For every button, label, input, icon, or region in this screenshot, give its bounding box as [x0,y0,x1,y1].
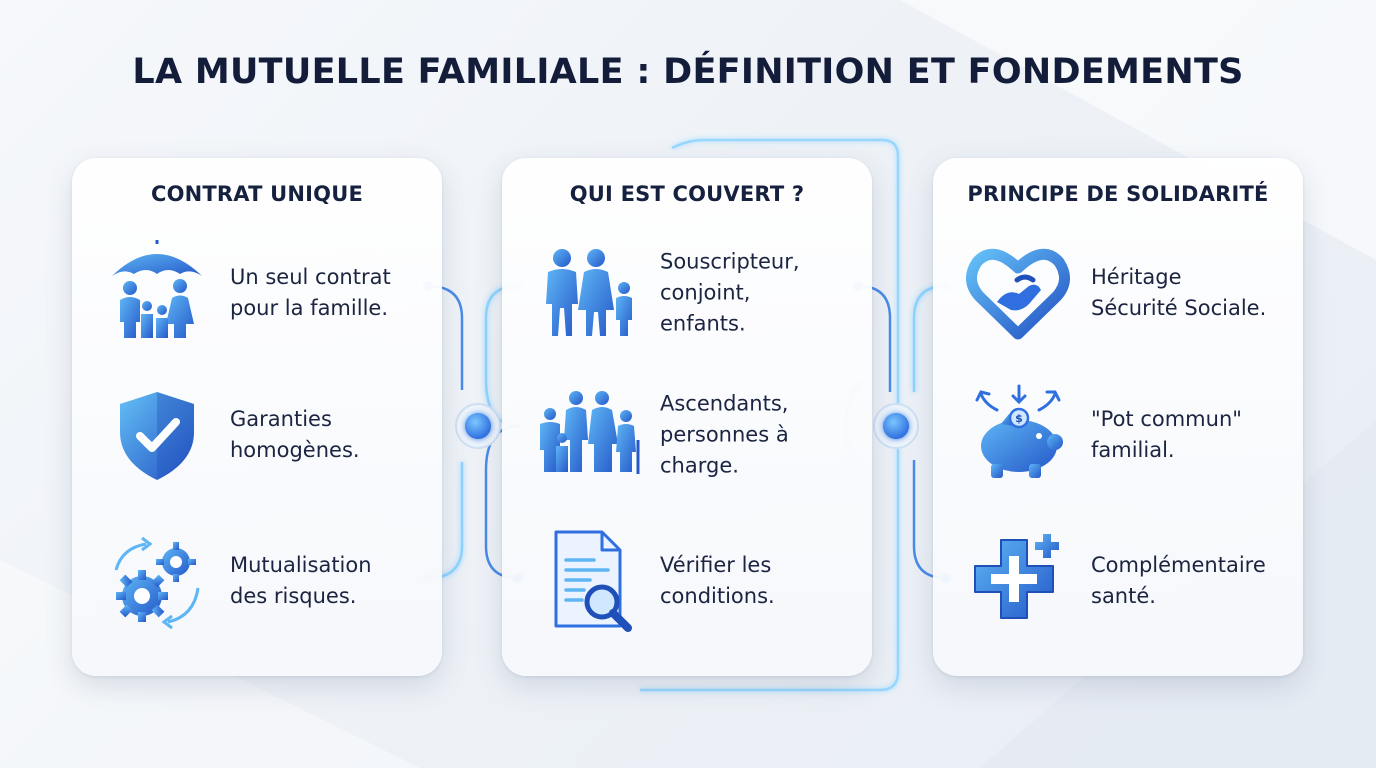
item-text: Souscripteur, conjoint, enfants. [660,249,800,336]
list-item: Mutualisation des risques. [72,526,442,636]
card-contrat-unique: CONTRAT UNIQUE Un seul contrat pour la f… [72,158,442,676]
gears-cycle-icon [114,536,200,630]
list-item: Souscripteur, conjoint, enfants. [502,238,872,348]
card-qui-est-couvert: QUI EST COUVERT ? Souscripteur, conjoint… [502,158,872,676]
item-text: "Pot commun" familial. [1091,407,1242,462]
card-heading: QUI EST COUVERT ? [569,182,805,206]
item-text: Mutualisation des risques. [230,553,372,608]
list-item: $ "Pot commun" familial. [933,380,1303,490]
page-title: LA MUTUELLE FAMILIALE : DÉFINITION ET FO… [132,52,1244,92]
family-icon [546,249,632,336]
list-item: Vérifier les conditions. [502,526,872,636]
shield-check-icon [120,392,194,480]
list-item: Garanties homogènes. [72,380,442,490]
item-text: Un seul contrat pour la famille. [230,265,391,320]
svg-text:$: $ [1015,412,1023,425]
list-item: Un seul contrat pour la famille. [72,238,442,348]
heart-hands-icon [966,248,1070,340]
item-text: Ascendants, personnes à charge. [660,391,789,478]
card-principe-solidarite: PRINCIPE DE SOLIDARITÉ Héritage Sécurité… [933,158,1303,676]
piggy-bank-icon: $ [975,384,1063,478]
list-item: Ascendants, personnes à charge. [502,380,872,490]
item-text: Héritage Sécurité Sociale. [1091,265,1267,320]
family-umbrella-icon [112,240,202,338]
card-heading: PRINCIPE DE SOLIDARITÉ [967,182,1269,206]
item-text: Complémentaire santé. [1091,553,1266,608]
health-cross-icon [974,534,1059,619]
item-text: Garanties homogènes. [230,407,360,462]
extended-family-icon [540,391,640,474]
item-text: Vérifier les conditions. [660,553,775,608]
list-item: Héritage Sécurité Sociale. [933,238,1303,348]
document-search-icon [554,530,632,632]
card-heading: CONTRAT UNIQUE [150,182,364,206]
list-item: Complémentaire santé. [933,526,1303,636]
